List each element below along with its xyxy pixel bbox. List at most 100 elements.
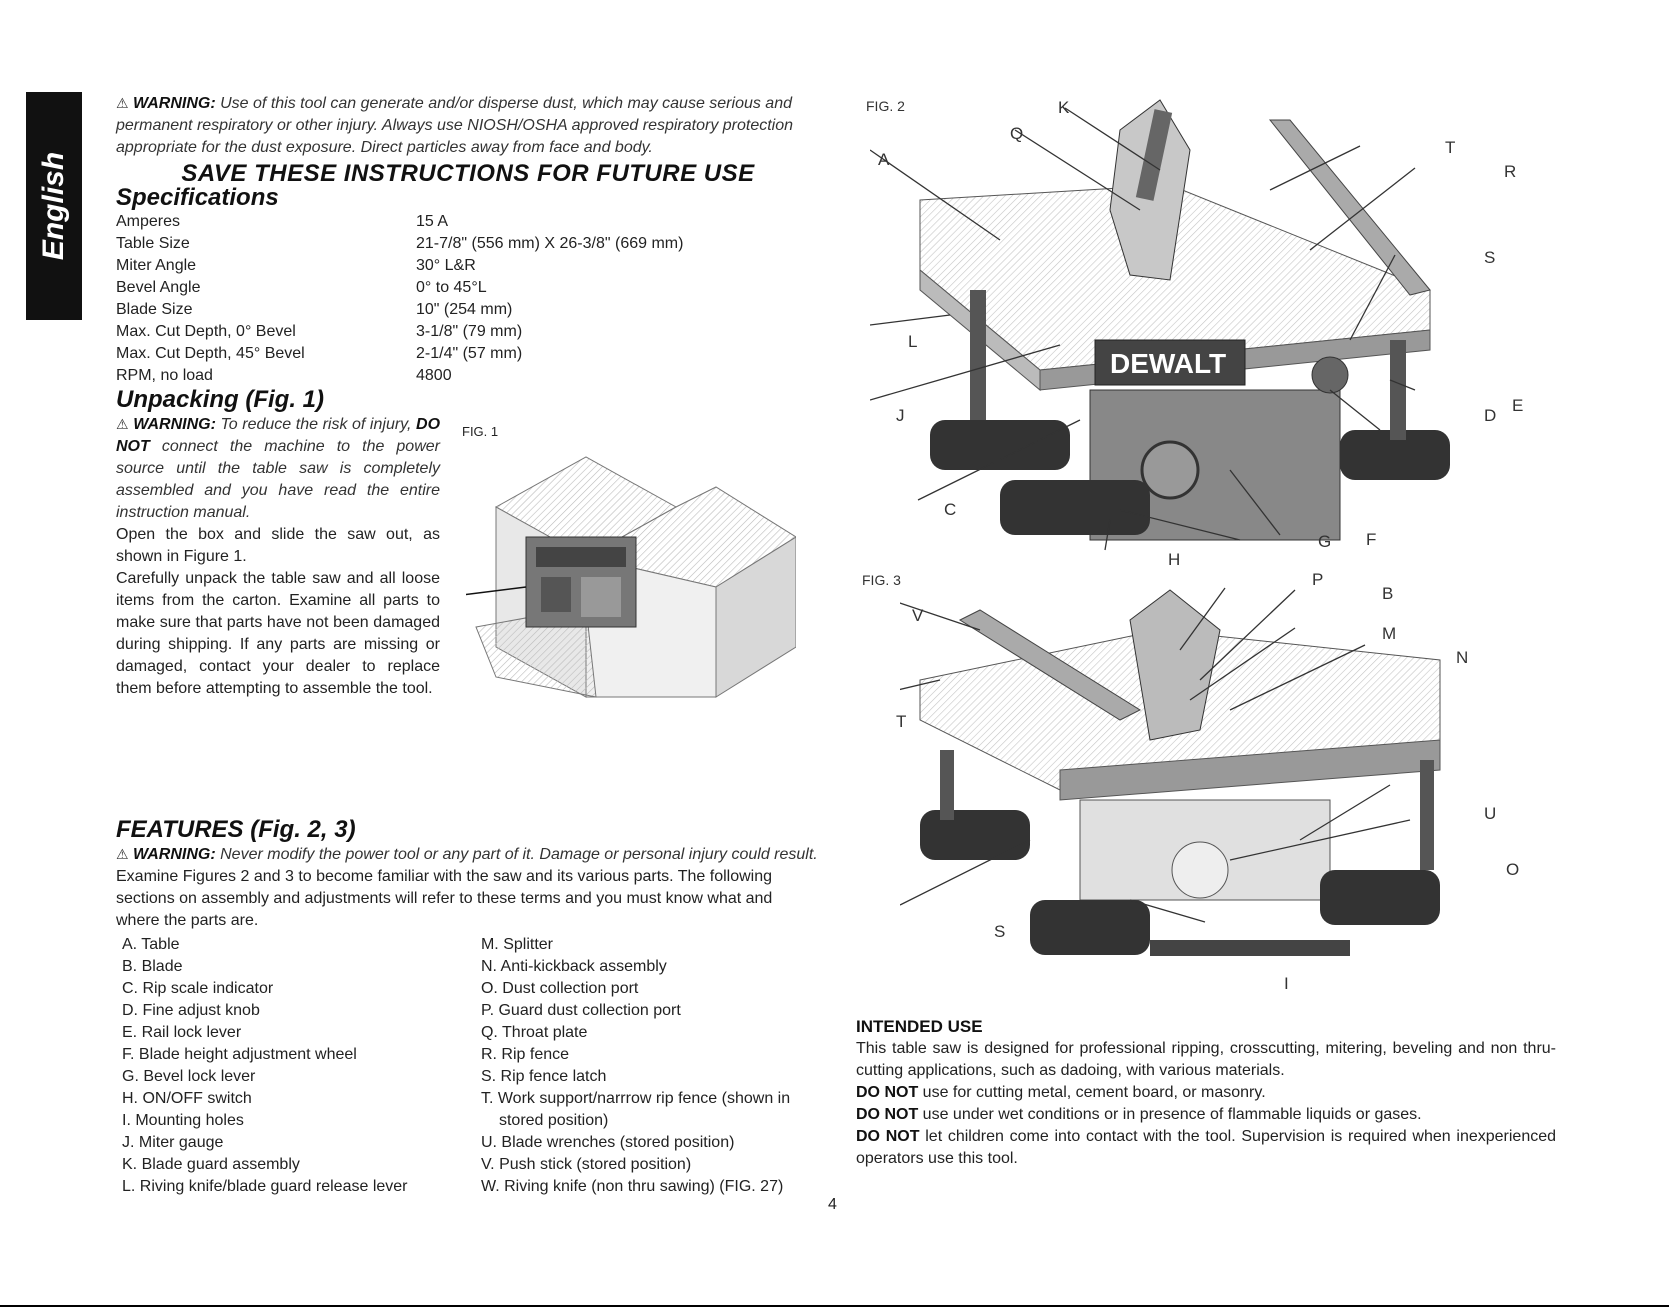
- spec-label: Bevel Angle: [116, 279, 201, 296]
- part-item: W. Riving knife (non thru sawing) (FIG. …: [480, 1178, 784, 1195]
- warning-triangle-icon: ⚠: [116, 95, 129, 111]
- fig2-callout: K: [1058, 98, 1070, 117]
- fig3-callout: T: [896, 712, 907, 731]
- fig3-callout: U: [1484, 804, 1497, 823]
- spec-label: Max. Cut Depth, 45° Bevel: [116, 345, 305, 362]
- part-item: B. Blade: [122, 958, 183, 975]
- fig3-callout: N: [1456, 648, 1469, 667]
- spec-label: RPM, no load: [116, 367, 213, 384]
- fig2-callout: L: [908, 332, 918, 351]
- unpacking-heading: Unpacking (Fig. 1): [116, 386, 325, 413]
- do-not-line-2: DO NOT use under wet conditions or in pr…: [856, 1104, 1556, 1126]
- do-not-label: DO NOT: [856, 1128, 920, 1145]
- part-item: P. Guard dust collection port: [480, 1002, 681, 1019]
- fig2-callout: D: [1484, 406, 1497, 425]
- spec-value: 2-1/4" (57 mm): [416, 345, 523, 362]
- part-item: D. Fine adjust knob: [122, 1002, 260, 1019]
- do-not-line-3: DO NOT let children come into contact wi…: [856, 1126, 1556, 1170]
- fig2-callout: E: [1512, 396, 1524, 415]
- features-intro: Examine Figures 2 and 3 to become famili…: [116, 868, 773, 929]
- part-item: J. Miter gauge: [122, 1134, 224, 1151]
- spec-value: 4800: [416, 367, 452, 384]
- part-item: Q. Throat plate: [480, 1024, 588, 1041]
- fig3-table-saw-illustration: [900, 587, 1441, 956]
- spec-label: Blade Size: [116, 301, 193, 318]
- fig1-unboxing-illustration: [466, 456, 796, 698]
- intended-use-section: INTENDED USE This table saw is designed …: [856, 1016, 1556, 1170]
- part-item: K. Blade guard assembly: [122, 1156, 300, 1173]
- do-not-text: use for cutting metal, cement board, or …: [922, 1084, 1266, 1101]
- intended-use-text: This table saw is designed for professio…: [856, 1040, 1556, 1079]
- specifications-heading: Specifications: [116, 184, 279, 211]
- warning-label: WARNING:: [133, 95, 216, 112]
- spec-row: RPM, no load 4800: [116, 365, 683, 387]
- fig3-callout: S: [994, 922, 1006, 941]
- part-item: U. Blade wrenches (stored position): [480, 1134, 735, 1151]
- do-not-text: use under wet conditions or in presence …: [922, 1106, 1422, 1123]
- fig2-callout: C: [944, 500, 957, 519]
- do-not-label: DO NOT: [856, 1106, 919, 1123]
- warning-text-rest: connect the machine to the power source …: [116, 438, 440, 521]
- fig3-callout: O: [1506, 860, 1520, 879]
- spec-label: Table Size: [116, 235, 190, 252]
- fig3-callout: B: [1382, 584, 1394, 603]
- unpacking-section: ⚠ WARNING: To reduce the risk of injury,…: [116, 413, 820, 817]
- fig3-callout: P: [1312, 570, 1324, 589]
- fig2-callout: J: [896, 406, 905, 425]
- fig2-callout: G: [1318, 532, 1332, 551]
- unpack-warning: ⚠ WARNING: To reduce the risk of injury,…: [116, 413, 440, 524]
- spec-label: Miter Angle: [116, 257, 197, 274]
- fig2-callout: T: [1445, 138, 1456, 157]
- warning-text: Never modify the power tool or any part …: [220, 846, 818, 863]
- warning-text: Use of this tool can generate and/or dis…: [116, 95, 794, 156]
- spec-row: Bevel Angle 0° to 45°L: [116, 277, 683, 299]
- language-tab: English: [26, 92, 82, 320]
- spec-label: Max. Cut Depth, 0° Bevel: [116, 323, 296, 340]
- part-item: T. Work support/narrrow rip fence (shown…: [480, 1090, 791, 1129]
- spec-row: Max. Cut Depth, 0° Bevel 3-1/8" (79 mm): [116, 321, 683, 343]
- spec-value: 30° L&R: [416, 257, 476, 274]
- warning-triangle-icon: ⚠: [116, 846, 129, 862]
- features-heading: FEATURES (Fig. 2, 3): [116, 816, 356, 843]
- part-item: R. Rip fence: [480, 1046, 570, 1063]
- fig2-callout: F: [1366, 530, 1377, 549]
- fig2-label: FIG. 2: [866, 98, 905, 114]
- spec-row: Miter Angle 30° L&R: [116, 255, 683, 277]
- fig2-callout: R: [1504, 162, 1517, 181]
- dust-warning: ⚠ WARNING: Use of this tool can generate…: [116, 92, 820, 159]
- spec-label: Amperes: [116, 213, 181, 230]
- part-item: G. Bevel lock lever: [122, 1068, 256, 1085]
- warning-label: WARNING:: [133, 846, 216, 863]
- fig3-callout: I: [1284, 974, 1289, 993]
- spec-value: 0° to 45°L: [416, 279, 487, 296]
- part-item: N. Anti-kickback assembly: [480, 958, 667, 975]
- page-number: 4: [828, 1196, 837, 1213]
- do-not-text: let children come into contact with the …: [856, 1128, 1557, 1167]
- features-warning: ⚠ WARNING: Never modify the power tool o…: [116, 843, 820, 866]
- part-item: C. Rip scale indicator: [122, 980, 274, 997]
- part-item: H. ON/OFF switch: [122, 1090, 252, 1107]
- part-item: A. Table: [122, 936, 180, 953]
- left-column: ⚠ WARNING: Use of this tool can generate…: [116, 92, 820, 1198]
- bottom-rule: [0, 1305, 1669, 1307]
- intended-use-heading: INTENDED USE: [856, 1017, 983, 1036]
- fig3-callout: M: [1382, 624, 1397, 643]
- part-item: O. Dust collection port: [480, 980, 639, 997]
- fig2-table-saw-illustration: DEWALT: [870, 99, 1450, 551]
- spec-row: Blade Size 10" (254 mm): [116, 299, 683, 321]
- spec-value: 3-1/8" (79 mm): [416, 323, 523, 340]
- fig2-callout: H: [1168, 550, 1181, 569]
- spec-row: Max. Cut Depth, 45° Bevel 2-1/4" (57 mm): [116, 343, 683, 365]
- warning-triangle-icon: ⚠: [116, 416, 129, 432]
- do-not-label: DO NOT: [116, 416, 441, 455]
- dewalt-logo: DEWALT: [1110, 348, 1226, 379]
- unpack-paragraph-1: Open the box and slide the saw out, as s…: [116, 526, 440, 565]
- part-item: L. Riving knife/blade guard release leve…: [122, 1178, 408, 1195]
- part-item: E. Rail lock lever: [122, 1024, 242, 1041]
- spec-value: 10" (254 mm): [416, 301, 513, 318]
